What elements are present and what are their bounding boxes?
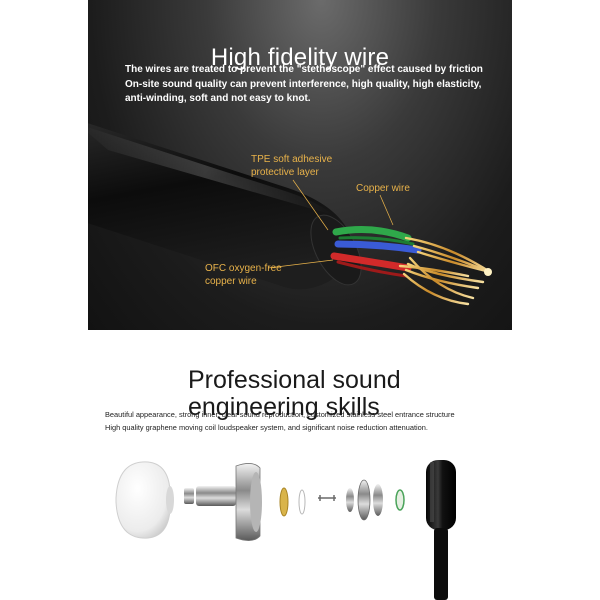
callout-tpe-layer: TPE soft adhesive protective layer [251,153,332,179]
cable-section: High fidelity wire The wires are treated… [88,0,512,330]
earphone-desc-line-2: High quality graphene moving coil loudsp… [105,423,428,432]
callout-tpe-line-1: TPE soft adhesive [251,154,333,165]
cable-desc-line-2: On-site sound quality can prevent interf… [125,78,482,90]
diaphragm-ring-icon [279,487,306,517]
copper-strands [398,236,492,306]
earphone-title-line-1: Professional sound [188,365,401,394]
copper-tip-glow [484,268,492,276]
tpe-leader-line [292,179,329,231]
cable-cross-section-icon [88,123,492,306]
callout-copper-wire: Copper wire [356,182,410,195]
earphone-section-description: Beautiful appearance, strong inner, clea… [105,408,525,434]
cable-section-title: High fidelity wire [210,44,390,72]
callout-ofc-line-2: copper wire [205,276,257,287]
callout-tpe-line-2: protective layer [251,167,319,178]
cable-jacket [88,123,351,290]
driver-housing-icon [235,463,262,541]
callout-copper-line-1: Copper wire [356,183,410,194]
callout-ofc-line-1: OFC oxygen-free [205,263,282,274]
earphone-title-line-2: engineering skills [188,392,380,421]
cable-section-description: The wires are treated to prevent the "st… [125,63,505,107]
copper-leader-line [379,194,394,226]
cable-desc-line-3: anti-winding, soft and not easy to knot. [125,93,311,104]
cable-jacket-highlight [88,127,333,215]
earphone-section-title: Professional sound engineering skills [188,365,488,421]
ofc-leader-line [267,259,334,269]
earphone-exploded-view [115,460,456,600]
graphene-disc-icon [395,489,405,511]
cable-desc-line-1: The wires are treated to prevent the "st… [125,64,483,75]
cable-housing-icon [426,460,456,600]
magnet-ring-icon [346,479,383,521]
earphone-desc-line-1: Beautiful appearance, strong inner, clea… [105,410,455,419]
spring-icon [318,495,336,501]
callout-ofc-wire: OFC oxygen-free copper wire [205,262,282,288]
silicone-ear-tip-icon [115,461,174,539]
